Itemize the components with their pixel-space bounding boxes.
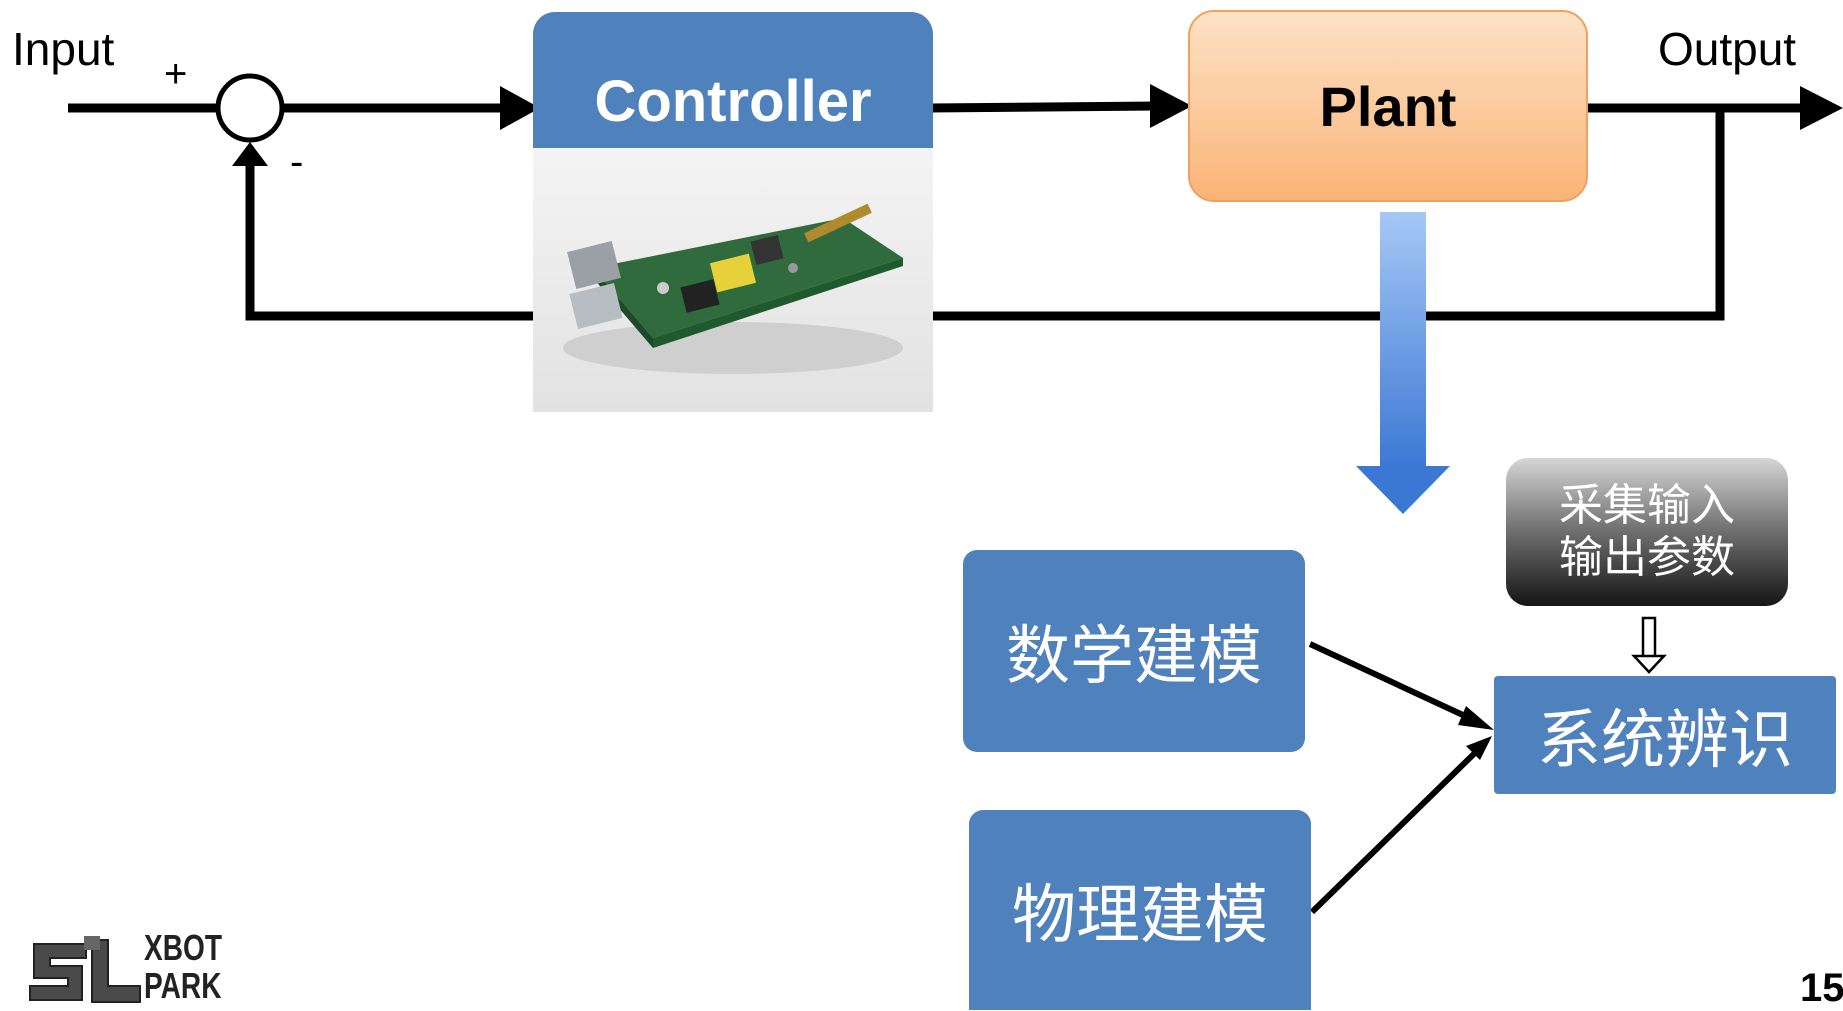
minus-sign: - (290, 140, 304, 184)
error-arrowhead (500, 86, 540, 130)
logo-text-line1: XBOT (144, 927, 223, 968)
math-modeling-box: 数学建模 (963, 550, 1305, 752)
identification-flow-arrow (1356, 212, 1450, 514)
collect-io-params-box: 采集输入 输出参数 (1506, 458, 1788, 606)
input-label: Input (12, 23, 115, 75)
math-to-identification-line (1308, 641, 1480, 725)
system-identification-box: 系统辨识 (1494, 676, 1836, 794)
feedback-line (245, 110, 1725, 321)
control-arrowhead (1150, 84, 1192, 128)
controller-header (533, 12, 933, 148)
system-identification-label: 系统辨识 (1537, 704, 1793, 778)
controller-label: Controller (594, 69, 872, 134)
plant-block: Plant (1188, 10, 1588, 202)
controller-photo-area (533, 148, 933, 412)
sl-logo-icon (29, 936, 141, 1003)
raspberry-pi-board-image (563, 203, 903, 374)
control-signal-line (929, 101, 1161, 113)
math-to-identification-arrowhead (1458, 706, 1494, 730)
physical-to-identification-line (1309, 745, 1483, 915)
output-arrowhead (1800, 86, 1843, 130)
physical-to-identification-arrowhead (1466, 736, 1492, 760)
plus-sign: + (164, 52, 188, 96)
feedback-arrowhead (232, 142, 268, 166)
collect-io-line1: 采集输入 (1559, 480, 1735, 531)
page-number: 15 (1800, 966, 1843, 1010)
plant-label: Plant (1319, 74, 1457, 138)
physical-modeling-label: 物理建模 (1012, 879, 1268, 953)
summing-junction (215, 73, 285, 143)
controller-block: Controller (533, 12, 933, 412)
logo-text-line2: PARK (144, 965, 222, 1006)
xbot-park-logo: XBOT PARK (26, 930, 236, 1010)
output-label: Output (1658, 23, 1797, 75)
math-modeling-label: 数学建模 (1006, 620, 1262, 694)
collect-to-identification-arrow (1631, 616, 1667, 674)
physical-modeling-box: 物理建模 (969, 810, 1311, 1010)
collect-io-line2: 输出参数 (1559, 532, 1735, 583)
